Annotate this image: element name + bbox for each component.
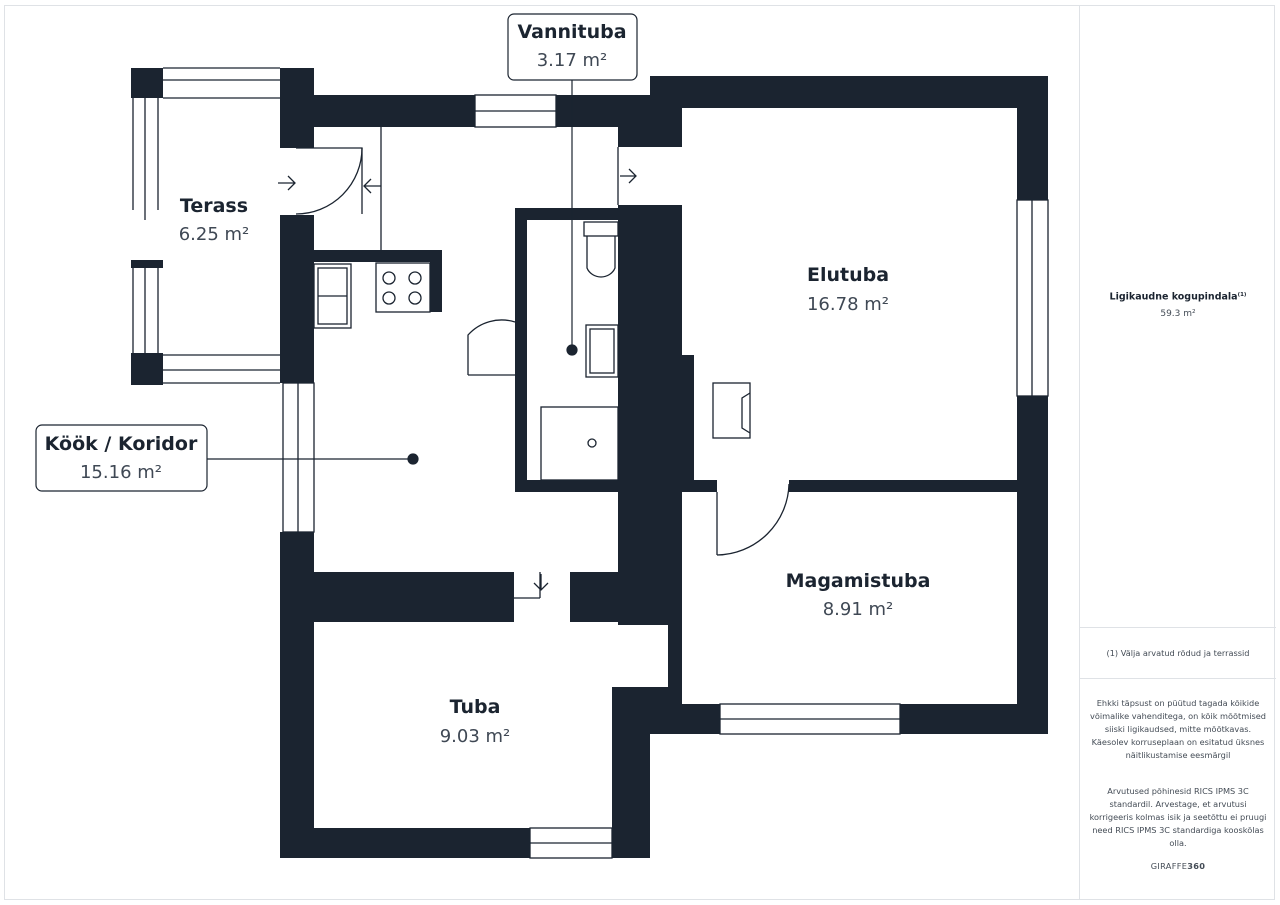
room-name-elutuba: Elutuba (807, 264, 889, 286)
disclaimer-text: Ehkki täpsust on püütud tagada kõikide v… (1089, 698, 1266, 760)
room-name-magamistuba: Magamistuba (786, 570, 931, 592)
footnote: (1) Välja arvatud rõdud ja terrassid (1106, 648, 1250, 658)
room-name-terass: Terass (180, 195, 248, 217)
room-area-vannituba: 3.17 m² (537, 50, 608, 71)
label-leaders (207, 80, 578, 465)
vannituba-callout (507, 13, 638, 81)
brand-logo-light: GIRAFFE (1150, 861, 1188, 871)
standard-text: Arvutused põhinesid RICS IPMS 3C standar… (1089, 786, 1267, 848)
sidebar-divider-1 (1080, 627, 1276, 628)
room-name-vannituba: Vannituba (517, 21, 626, 43)
floor-plan: Vannituba 3.17 m² Terass 6.25 m² Elutuba… (35, 13, 1049, 859)
total-area-label: Ligikaudne kogupindala (1109, 291, 1238, 303)
room-name-kook: Köök / Koridor (45, 433, 198, 455)
brand-logo: GIRAFFE360 (1088, 860, 1268, 873)
fixtures (132, 67, 1049, 859)
total-area-sup: (1) (1237, 292, 1247, 298)
sidebar-divider-2 (1080, 678, 1276, 679)
room-area-elutuba: 16.78 m² (807, 294, 889, 315)
kook-callout (35, 424, 208, 492)
room-area-kook: 15.16 m² (80, 462, 162, 483)
room-area-tuba: 9.03 m² (440, 726, 511, 747)
room-area-terass: 6.25 m² (179, 224, 250, 245)
info-sidebar: Ligikaudne kogupindala(1) 59.3 m² (1) Vä… (1079, 5, 1276, 900)
room-name-tuba: Tuba (450, 696, 501, 718)
total-area-value: 59.3 m² (1160, 308, 1196, 319)
room-area-magamistuba: 8.91 m² (823, 599, 894, 620)
total-area-block: Ligikaudne kogupindala(1) 59.3 m² (1088, 289, 1268, 321)
brand-logo-bold: 360 (1187, 861, 1206, 871)
walls (131, 68, 1048, 858)
